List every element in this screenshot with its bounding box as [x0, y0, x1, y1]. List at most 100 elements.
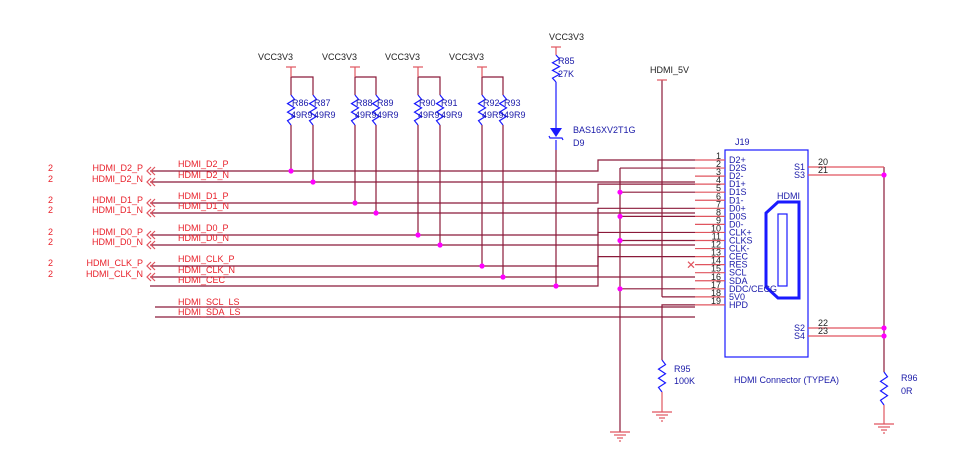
connector-ref: J19	[735, 137, 750, 147]
port-arrow-icon	[150, 177, 156, 187]
pin-number: 9	[716, 215, 721, 225]
net-label: HDMI_D0_P	[178, 223, 229, 233]
d9-part: BAS16XV2T1G	[573, 125, 636, 135]
resistor-ref: R87	[314, 98, 331, 108]
pin-name: D0+	[729, 203, 746, 213]
junction-dot	[373, 210, 379, 216]
r96-ref: R96	[901, 373, 918, 383]
resistor-ref: R90	[419, 98, 436, 108]
net-wire	[150, 207, 695, 236]
sheet-number: 2	[48, 227, 53, 237]
resistor-value: 49R9	[314, 110, 336, 120]
junction-dot	[881, 325, 887, 331]
junction-dot	[617, 237, 623, 244]
offpage-port-label: HDMI_D0_N	[92, 237, 143, 247]
connector-body	[724, 149, 809, 358]
pin-name: SDA	[729, 276, 748, 286]
junction-dot	[553, 283, 559, 289]
port-arrow-icon	[150, 208, 156, 218]
r95-value: 100K	[674, 376, 695, 386]
pin-name: 5V0	[729, 292, 745, 302]
power-label-vcc3v3: VCC3V3	[258, 52, 293, 62]
net-label: HDMI_CEC	[178, 275, 226, 285]
resistor-icon	[498, 94, 508, 126]
net-label: HDMI_D1_P	[178, 191, 229, 201]
pair-wire	[482, 76, 504, 95]
sheet-number: 2	[48, 195, 53, 205]
resistor-icon	[286, 94, 296, 126]
ground-icon	[610, 431, 630, 442]
power-label-vcc3v3: VCC3V3	[549, 32, 584, 42]
hpd-wire	[661, 304, 695, 360]
resistor-ref: R88	[356, 98, 373, 108]
pin-number: 11	[712, 232, 721, 242]
pin-name: DDC/CECG	[729, 284, 777, 294]
pin-name: RES	[729, 260, 748, 270]
pin-name: D1+	[729, 179, 746, 189]
diode-bar	[548, 135, 564, 141]
resistor-icon	[551, 54, 561, 83]
ground-icon	[652, 411, 672, 422]
pin-name: D2+	[729, 155, 746, 165]
junction-dot	[617, 189, 623, 195]
junction-dot	[310, 179, 316, 185]
junction-dot	[500, 274, 506, 280]
resistor-icon	[879, 371, 889, 406]
pin-name: D2S	[729, 163, 747, 173]
resistor-icon	[657, 359, 667, 393]
pin-name: SCL	[729, 268, 747, 278]
pin-number: 22	[818, 318, 828, 328]
pin-name: D2-	[729, 171, 744, 181]
net-label: HDMI_D2_P	[178, 159, 229, 169]
net-label: HDMI_SCL_LS	[178, 297, 240, 307]
hdmi-logo-icon	[764, 200, 801, 300]
junction-dot	[881, 333, 887, 339]
pin-name: D0-	[729, 219, 744, 229]
net-wire	[150, 256, 695, 287]
junction-dot	[617, 286, 623, 292]
pin-number: 16	[711, 272, 721, 282]
resistor-icon	[435, 94, 445, 126]
net-label: HDMI_D2_N	[178, 170, 229, 180]
net-label: HDMI_D1_N	[178, 201, 229, 211]
resistor-value: 49R9	[482, 110, 504, 120]
r85-ref: R85	[558, 56, 575, 66]
pin-number: 8	[716, 207, 721, 217]
sheet-number: 2	[48, 269, 53, 279]
offpage-port-label: HDMI_D1_N	[92, 205, 143, 215]
junction-dot	[479, 263, 485, 269]
net-wire	[150, 231, 695, 267]
pin-name: S3	[794, 170, 805, 180]
resistor-ref: R89	[377, 98, 394, 108]
port-arrow-icon	[146, 177, 152, 187]
sheet-number: 2	[48, 174, 53, 184]
pin-name: CLK-	[729, 244, 750, 254]
pin-number: 23	[818, 326, 828, 336]
pin-name: HPD	[729, 300, 749, 310]
pin-number: 5	[716, 183, 721, 193]
power-label-vcc3v3: VCC3V3	[385, 52, 420, 62]
offpage-port-label: HDMI_D0_P	[92, 227, 143, 237]
pin-name: S1	[794, 162, 805, 172]
pin-number: 13	[711, 248, 721, 258]
pin-name: CEC	[729, 252, 749, 262]
port-arrow-icon	[146, 272, 152, 282]
ground-icon	[874, 423, 894, 434]
sheet-number: 2	[48, 205, 53, 215]
resistor-value: 49R9	[291, 110, 313, 120]
pin-number: 10	[711, 223, 721, 233]
resistor-icon	[413, 94, 423, 126]
resistor-ref: R93	[504, 98, 521, 108]
r96-value: 0R	[901, 386, 913, 396]
pin-name: CLK+	[729, 227, 752, 237]
resistor-value: 49R9	[377, 110, 399, 120]
hdmi-logo-text: HDMI	[777, 191, 800, 201]
power-label-vcc3v3: VCC3V3	[449, 52, 484, 62]
offpage-port-label: HDMI_D2_P	[92, 163, 143, 173]
port-arrow-icon	[146, 208, 152, 218]
sheet-number: 2	[48, 163, 53, 173]
pair-wire	[355, 76, 377, 95]
pin-name: S2	[794, 323, 805, 333]
